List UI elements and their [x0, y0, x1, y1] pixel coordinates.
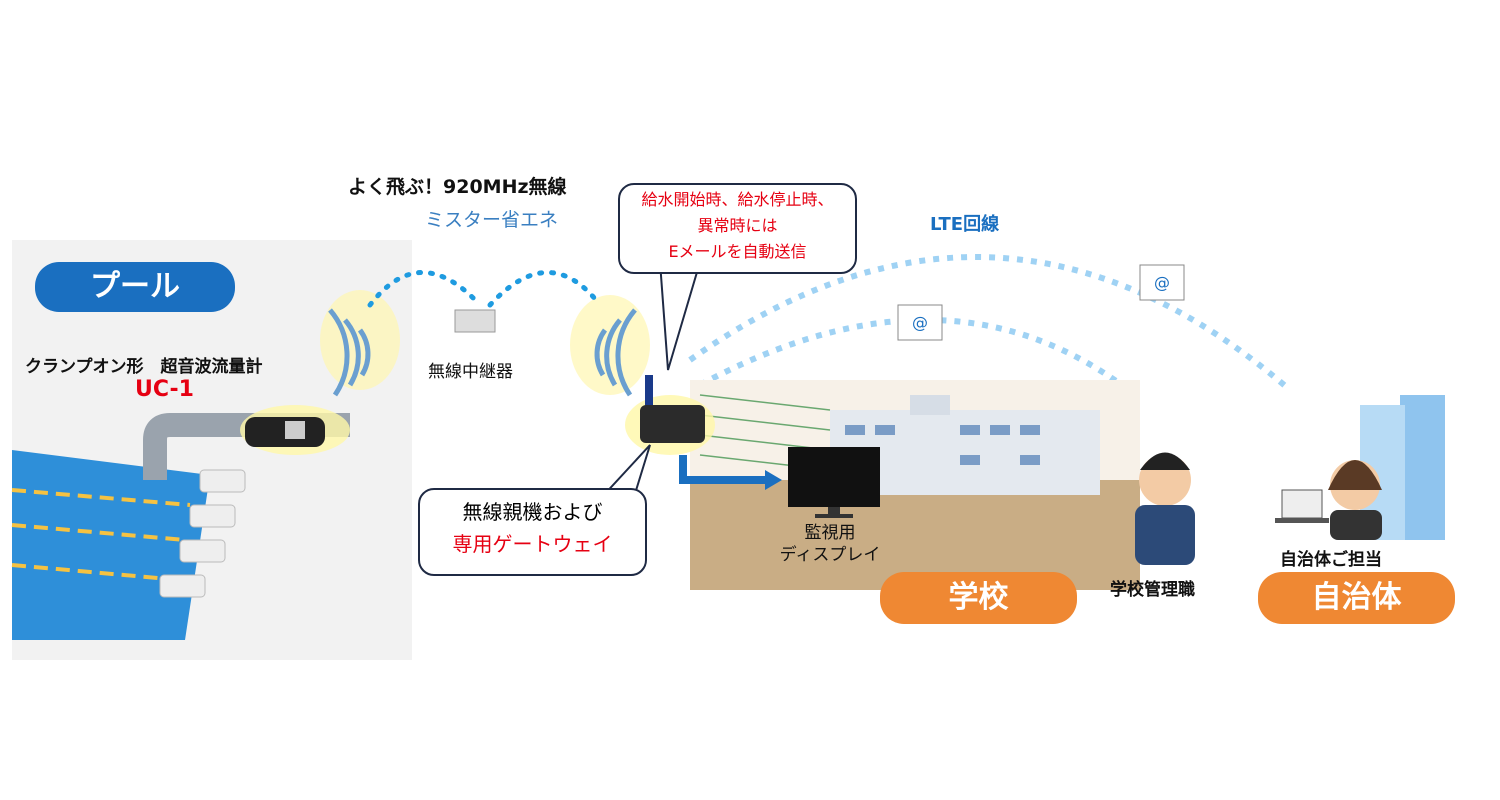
lte-label: LTE回線 [930, 214, 1000, 235]
email-callout: 給水開始時、給水停止時、 異常時には Eメールを自動送信 [618, 183, 857, 274]
headline: よく飛ぶ！920MHz無線 [348, 176, 567, 198]
monitor-icon [788, 447, 880, 518]
gateway-router-icon [640, 405, 705, 443]
callout-line: Eメールを自動送信 [668, 242, 807, 261]
lte-arc-municipality [688, 254, 1292, 393]
callout-line: 異常時には [697, 216, 778, 235]
pool-steps [159, 469, 246, 598]
svg-text:@: @ [1154, 273, 1170, 292]
school-ground [690, 480, 1140, 590]
email-envelope-icon: @ [1139, 264, 1185, 301]
email-envelope-icon: @ [897, 304, 943, 341]
gateway-callout: 無線親機および 専用ゲートウェイ [418, 488, 647, 576]
municipality-person-icon [1328, 460, 1382, 540]
repeater-icon [454, 309, 496, 333]
pipe [143, 413, 350, 480]
school-manager-label: 学校管理職 [1110, 580, 1195, 600]
display-label: 監視用 ディスプレイ [770, 522, 890, 566]
mister-shoene-logo: ミスター省エネ [425, 209, 559, 231]
municipality-label: 自治体 [1258, 572, 1455, 624]
gateway-line2: 専用ゲートウェイ [452, 532, 613, 556]
gateway-line1: 無線親機および [462, 500, 603, 524]
flowmeter-description: クランプオン形 超音波流量計 [25, 357, 263, 377]
school-label: 学校 [880, 572, 1077, 624]
school-manager-person-icon [1135, 452, 1195, 565]
flowmeter-model: UC-1 [135, 377, 194, 402]
callout-line: 給水開始時、給水停止時、 [641, 190, 834, 209]
display-line2: ディスプレイ [779, 545, 881, 565]
lte-arc-school [698, 316, 1137, 398]
repeater-label: 無線中継器 [428, 362, 513, 382]
gateway-wifi-waves-icon [594, 308, 637, 397]
municipality-person-label: 自治体ご担当 [1280, 550, 1382, 570]
display-line1: 監視用 [804, 523, 856, 543]
pool-label: プール [35, 262, 235, 312]
laptop-icon [1275, 489, 1329, 523]
svg-text:@: @ [912, 313, 928, 332]
